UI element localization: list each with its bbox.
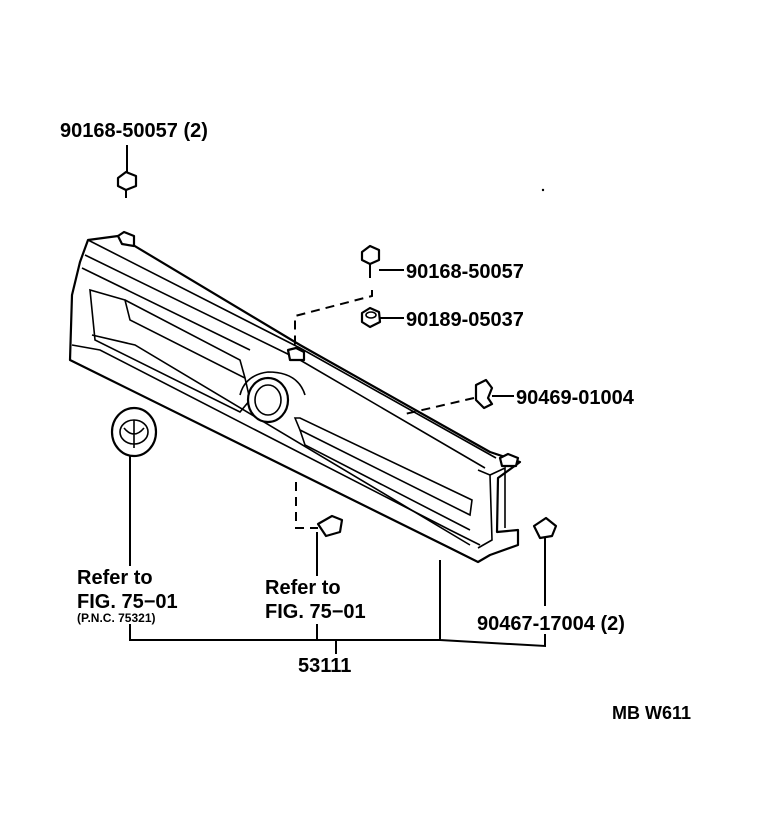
label-refer-mid-1: Refer to	[265, 577, 341, 599]
label-bolt-top: 90168-50057 (2)	[60, 120, 208, 142]
speck	[541, 188, 545, 192]
label-refer-left-2: FIG. 75−01	[77, 591, 178, 613]
leader-nut-bottom	[295, 482, 318, 529]
clip-bottom-mid-icon	[316, 514, 344, 576]
nut-icon	[360, 306, 404, 329]
label-nut: 90189-05037	[406, 309, 524, 331]
emblem-icon	[110, 406, 158, 566]
leader-clip-a	[404, 397, 475, 415]
label-clip-a: 90469-01004	[516, 387, 635, 409]
clip-top-right-icon	[474, 378, 514, 410]
bracket-53111	[129, 560, 546, 654]
clip-bottom-right-icon	[532, 516, 558, 606]
label-refer-left-1: Refer to	[77, 567, 153, 589]
label-bolt-right: 90168-50057	[406, 261, 524, 283]
label-refer-mid-2: FIG. 75−01	[265, 601, 366, 623]
leader-bolt-nut	[294, 290, 373, 350]
label-main-part: 53111	[298, 655, 351, 677]
radiator-grille	[68, 230, 522, 564]
bolt-top-left-icon	[116, 145, 138, 198]
figure-code: MB W611	[612, 703, 691, 723]
label-refer-left-3: (P.N.C. 75321)	[77, 611, 156, 625]
label-clip-b: 90467-17004 (2)	[477, 613, 625, 635]
bolt-right-icon	[360, 244, 404, 278]
